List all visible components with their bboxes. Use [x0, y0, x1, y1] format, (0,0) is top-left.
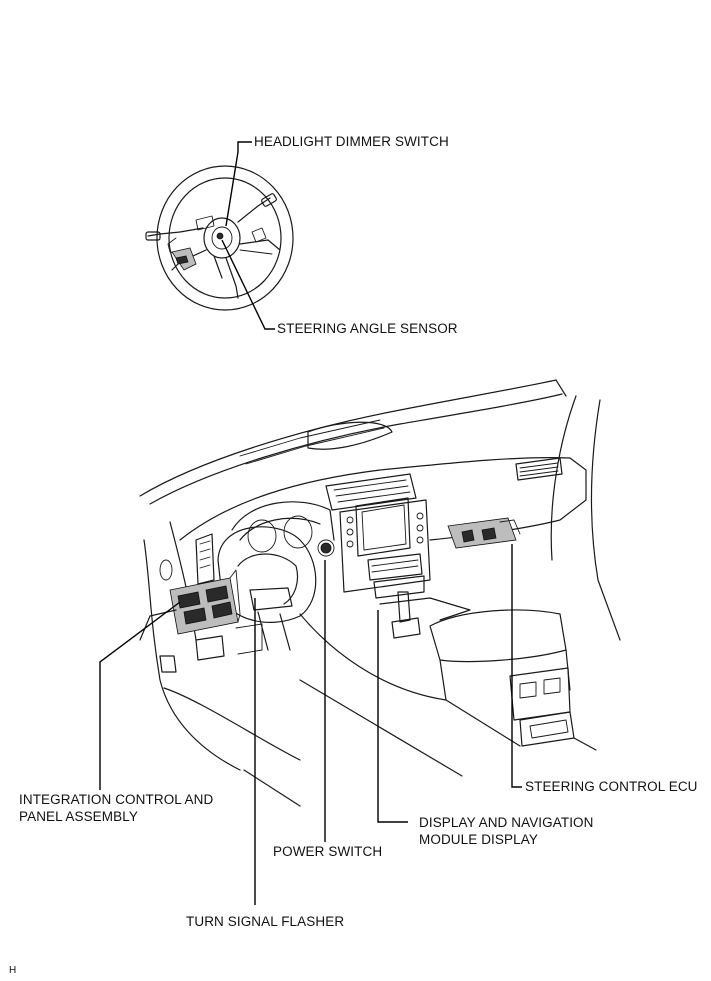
- label-steering-control-ecu: STEERING CONTROL ECU: [525, 779, 698, 794]
- label-integration-control-line1: INTEGRATION CONTROL AND: [19, 792, 214, 807]
- label-headlight-dimmer-switch: HEADLIGHT DIMMER SWITCH: [254, 134, 449, 149]
- leader-integration-control: [99, 601, 181, 790]
- leader-headlight-dimmer-switch: [225, 141, 252, 227]
- label-integration-control-line2: PANEL ASSEMBLY: [19, 809, 138, 824]
- label-turn-signal-flasher: TURN SIGNAL FLASHER: [186, 914, 345, 929]
- figure-code: H: [9, 965, 17, 976]
- leader-display-navigation: [377, 610, 408, 823]
- leader-steering-angle-sensor: [221, 239, 275, 330]
- label-power-switch: POWER SWITCH: [273, 844, 383, 859]
- leader-steering-control-ecu: [511, 544, 522, 788]
- steering-wheel-illustration: [145, 165, 294, 311]
- label-steering-angle-sensor: STEERING ANGLE SENSOR: [277, 321, 458, 336]
- dashboard-illustration: [139, 379, 621, 807]
- label-display-navigation-line2: MODULE DISPLAY: [419, 832, 538, 847]
- label-display-navigation-line1: DISPLAY AND NAVIGATION: [419, 815, 594, 830]
